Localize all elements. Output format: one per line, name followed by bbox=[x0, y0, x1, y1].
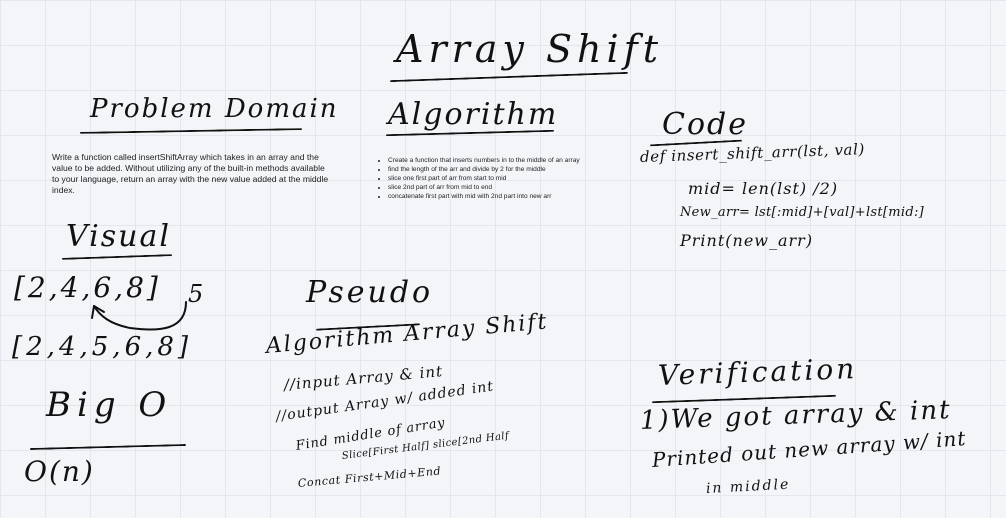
code-line: New_arr= lst[:mid]+[val]+lst[mid:] bbox=[680, 205, 925, 220]
algorithm-step: concatenate first part with mid with 2nd… bbox=[388, 192, 598, 201]
visual-input-array: [2,4,6,8] bbox=[14, 271, 161, 304]
algorithm-step: find the length of the arr and divide by… bbox=[388, 165, 598, 174]
pseudo-heading: Pseudo bbox=[306, 275, 434, 310]
algorithm-step: slice one first part of arr from start t… bbox=[388, 174, 598, 183]
problem-domain-text: Write a function called insertShiftArray… bbox=[52, 152, 329, 195]
code-heading: Code bbox=[662, 107, 748, 142]
verification-heading: Verification bbox=[657, 352, 858, 392]
bigo-value: O(n) bbox=[24, 455, 95, 488]
code-line: mid= len(lst) /2) bbox=[688, 179, 839, 198]
visual-heading: Visual bbox=[66, 219, 171, 254]
visual-insert-value: 5 bbox=[188, 280, 206, 308]
algorithm-steps: Create a function that inserts numbers i… bbox=[376, 156, 598, 201]
algorithm-step: Create a function that inserts numbers i… bbox=[388, 156, 598, 165]
verification-line: in middle bbox=[705, 476, 791, 497]
problem-domain-heading: Problem Domain bbox=[90, 94, 339, 124]
algorithm-step: slice 2nd part of arr from mid to end bbox=[388, 183, 598, 192]
code-line: Print(new_arr) bbox=[680, 231, 814, 250]
bigo-heading: Big O bbox=[46, 385, 173, 425]
page-title: Array Shift bbox=[396, 27, 663, 71]
visual-output-array: [2,4,5,6,8] bbox=[12, 332, 193, 362]
algorithm-heading: Algorithm bbox=[388, 97, 559, 132]
